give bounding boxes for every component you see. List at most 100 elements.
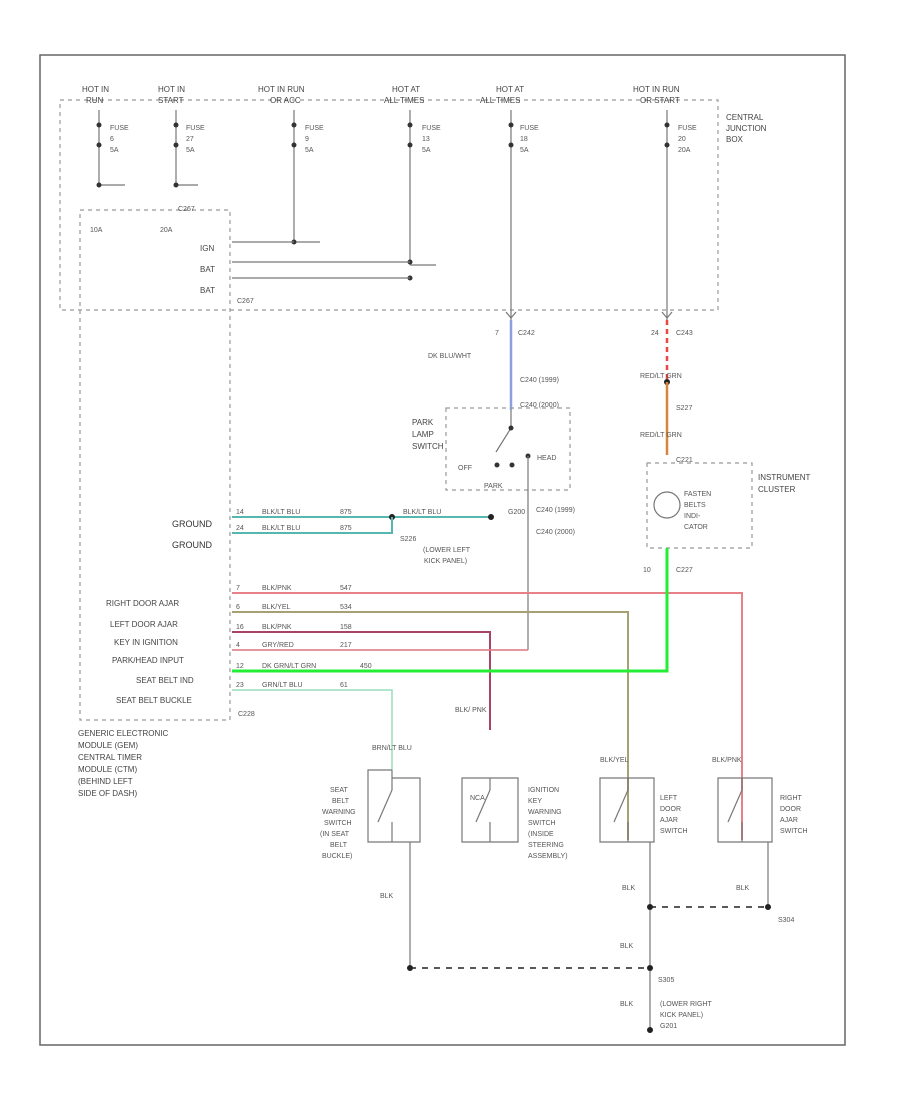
hot-source-3-line2: OR ACC (270, 96, 301, 105)
gem-input-right-door: RIGHT DOOR AJAR (106, 599, 179, 608)
sw2-l5: STEERING (528, 842, 564, 849)
wire-c242-pin: 7 (495, 330, 499, 337)
pls-s226: S226 (400, 536, 416, 543)
pls-label-2: LAMP (412, 430, 434, 439)
hot-source-5-line1: HOT AT (496, 85, 524, 94)
wire-c243: 24 C243 RED/LT GRN S227 RED/LT GRN (640, 311, 693, 455)
sw4-wire: BLK/PNK (712, 757, 742, 764)
pls-label-3: SWITCH (412, 442, 444, 451)
hot-source-5-line2: ALL TIMES (480, 96, 520, 105)
fuse-4-num: 13 (422, 136, 430, 143)
gem-pin-bat2: BAT (200, 286, 215, 295)
gw-color-6: GRY/RED (262, 642, 294, 649)
pls-c240-1999-b: C240 (1999) (536, 507, 575, 514)
fuse-3-label: FUSE (305, 125, 324, 132)
gnd-blk-1: BLK (380, 893, 394, 900)
sw4-label: RIGHT DOOR AJAR SWITCH (780, 795, 808, 835)
fuse-5-label: FUSE (520, 125, 539, 132)
sw3-l1: DOOR (660, 806, 681, 813)
wire-c243-red: RED/LT GRN (640, 373, 682, 380)
switch-left-door: BLK/YEL LEFT DOOR AJAR SWITCH (599, 757, 688, 1030)
gw-circuit-5: 158 (340, 624, 352, 631)
hot-source-6-line2: OR START (640, 96, 680, 105)
sw2-l0: IGNITION (528, 787, 559, 794)
gem-pin-ign: IGN (200, 244, 214, 253)
gem-input-seat-buckle: SEAT BELT BUCKLE (116, 696, 192, 705)
gw-pin-24: 24 (236, 525, 244, 532)
gem-desc-4: MODULE (CTM) (78, 765, 137, 774)
wire-c243-pin: 24 (651, 330, 659, 337)
gw-circuit-3: 547 (340, 585, 352, 592)
sw3-label: LEFT DOOR AJAR SWITCH (660, 795, 688, 835)
sw1-l3: SWITCH (324, 820, 352, 827)
gnd-blk-4: BLK (620, 943, 634, 950)
pls-lower-left: (LOWER LEFT (423, 547, 471, 554)
wire-c243-conn: C243 (676, 330, 693, 337)
sw2-l6: ASSEMBLY) (528, 853, 568, 860)
fuse-1-amps: 5A (110, 147, 119, 154)
sw4-l1: DOOR (780, 806, 801, 813)
cjb-label-3: BOX (726, 135, 744, 144)
gem-desc-3: CENTRAL TIMER (78, 753, 142, 762)
fuse-5-amps: 5A (520, 147, 529, 154)
sw2-wire: NCA (470, 795, 485, 802)
gem-pin-bat1: BAT (200, 265, 215, 274)
sw1-l5: BELT (330, 842, 348, 849)
gw-color-8: GRN/LT BLU (262, 682, 303, 689)
sw2-l2: WARNING (528, 809, 562, 816)
ic-ind-1: FASTEN (684, 491, 711, 498)
sw4-l0: RIGHT (780, 795, 803, 802)
gem-input-key: KEY IN IGNITION (114, 638, 178, 647)
fuse-5-num: 18 (520, 136, 528, 143)
ic-ind-2: BELTS (684, 502, 706, 509)
gw-color-5: BLK/PNK (262, 624, 292, 631)
gw-pin-14: 14 (236, 509, 244, 516)
gw-pin-16: 16 (236, 624, 244, 631)
hot-source-1-line1: HOT IN (82, 85, 109, 94)
switch-ignition-key: BLK/ PNK NCA IGNITION KEY WARNING SWITCH… (455, 707, 568, 860)
gem-c267: C267 (237, 298, 254, 305)
sw3-l3: SWITCH (660, 828, 688, 835)
gw-color-4: BLK/YEL (262, 604, 291, 611)
pls-park: PARK (484, 483, 503, 490)
fuse-6-amps: 20A (678, 147, 691, 154)
pls-label-1: PARK (412, 418, 434, 427)
hot-source-4-line1: HOT AT (392, 85, 420, 94)
gw-color-7: DK GRN/LT GRN (262, 663, 316, 670)
diagram-border (39, 54, 846, 1046)
fuse-2-label: FUSE (186, 125, 205, 132)
gem-input-seat-ind: SEAT BELT IND (136, 676, 194, 685)
hot-source-3: HOT IN RUN OR ACC FUSE 9 5A (258, 85, 324, 154)
hot-source-2-line1: HOT IN (158, 85, 185, 94)
hot-source-2: HOT IN START FUSE 27 5A (158, 85, 205, 154)
ground-wiring: BLK BLK BLK BLK BLK S304 S305 (LOWER RIG… (380, 885, 794, 1033)
gw-color-3: BLK/PNK (262, 585, 292, 592)
sw2-l4: (INSIDE (528, 831, 554, 838)
sw1-l1: BELT (332, 798, 350, 805)
gw-color-1b: BLK/LT BLU (403, 509, 441, 516)
pls-kick: KICK PANEL) (424, 558, 467, 565)
gem-input-left-door: LEFT DOOR AJAR (110, 620, 178, 629)
hot-source-2-line2: START (158, 96, 184, 105)
wire-c243-red-2: RED/LT GRN (640, 432, 682, 439)
ic-lamp-icon (653, 491, 681, 519)
gw-pin-6: 6 (236, 604, 240, 611)
gem-output-wires (232, 514, 743, 840)
sw4-l3: SWITCH (780, 828, 808, 835)
switch-right-door: BLK/PNK RIGHT DOOR AJAR SWITCH (712, 757, 808, 907)
wire-c242: 7 C242 DK BLU/WHT (428, 311, 535, 410)
gnd-kick-right: KICK PANEL) (660, 1012, 703, 1019)
hot-source-6: HOT IN RUN OR START FUSE 20 20A (633, 85, 697, 154)
gem-wire-labels: 14 BLK/LT BLU 875 BLK/LT BLU 24 BLK/LT B… (236, 509, 525, 689)
gem-desc-6: SIDE OF DASH) (78, 789, 137, 798)
gem-module-outline (79, 209, 231, 721)
ic-ind-4: CATOR (684, 524, 708, 531)
gnd-blk-5: BLK (620, 1001, 634, 1008)
gw-pin-7: 7 (236, 585, 240, 592)
gw-pin-4: 4 (236, 642, 240, 649)
sw1-l6: BUCKLE) (322, 853, 352, 860)
switch-seat-belt: BRN/LT BLU SEAT BELT WARNING SWITCH (IN … (320, 745, 421, 968)
ic-label-1: INSTRUMENT (758, 473, 811, 482)
gnd-blk-3: BLK (736, 885, 750, 892)
